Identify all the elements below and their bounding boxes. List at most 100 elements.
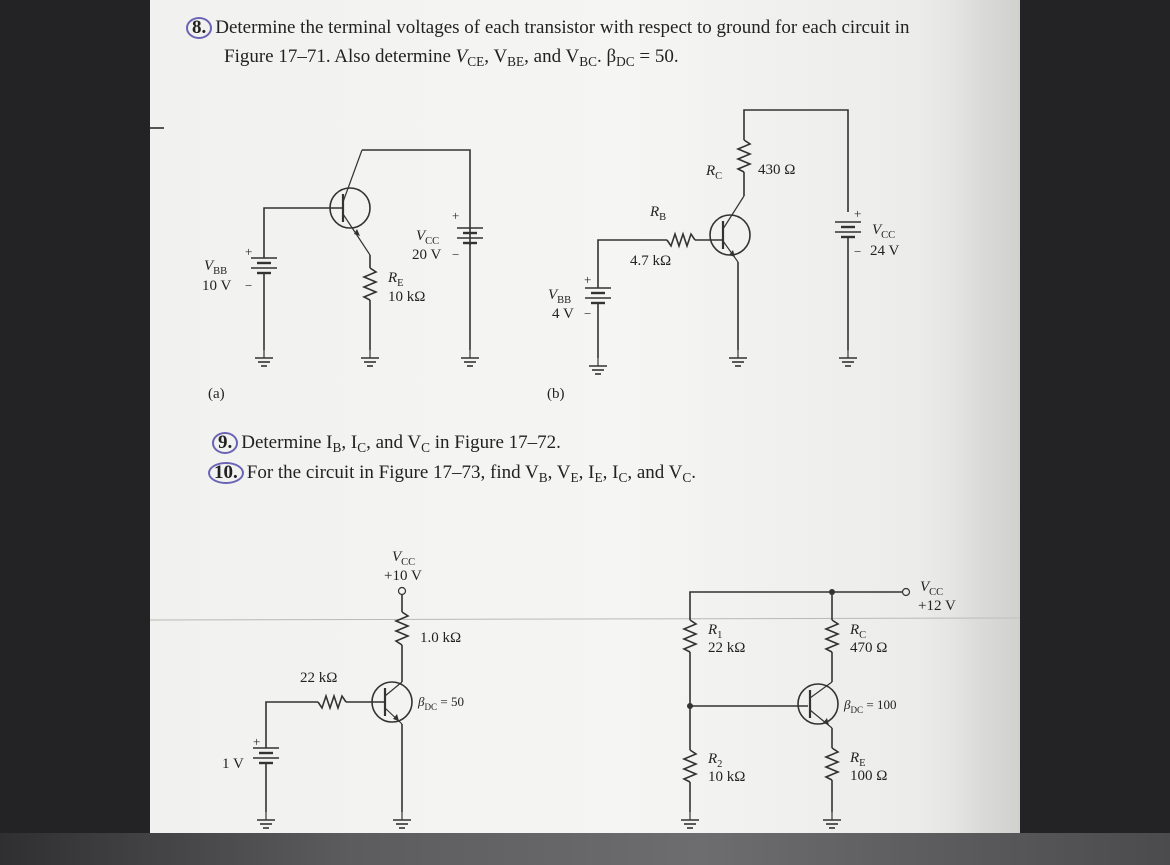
problem-10-number: 10. bbox=[208, 462, 244, 484]
vc-symbol-10: , and V bbox=[627, 462, 683, 483]
vce-sub: CE bbox=[467, 54, 485, 69]
ic-symbol: , I bbox=[341, 432, 358, 453]
problem-8-text-1: Determine the terminal voltages of each … bbox=[215, 17, 910, 38]
problem-9-tail: in Figure 17–72. bbox=[430, 432, 561, 453]
f73-r1-resistor bbox=[681, 619, 699, 653]
b-rb-value: 4.7 kΩ bbox=[630, 253, 672, 269]
vc-symbol: , and V bbox=[366, 432, 422, 453]
circuit-a bbox=[249, 149, 485, 367]
problem-8-number: 8. bbox=[186, 17, 213, 39]
vbe-symbol: , V bbox=[484, 46, 508, 67]
f73-rc-value: 470 Ω bbox=[850, 640, 888, 656]
b-vcc-label: VCC bbox=[872, 222, 896, 241]
f72-source-plus: + bbox=[253, 734, 261, 749]
f73-r1-value: 22 kΩ bbox=[708, 640, 746, 656]
problem-8-text-2: Figure 17–71. Also determine bbox=[224, 46, 456, 67]
f73-r1-label: R1 bbox=[708, 622, 723, 641]
a-vbb-plus: + bbox=[245, 244, 253, 259]
b-vbb-value: 4 V bbox=[552, 306, 574, 322]
a-re-value: 10 kΩ bbox=[388, 289, 426, 305]
f72-rb-value: 22 kΩ bbox=[300, 670, 338, 686]
a-re-resistor bbox=[361, 267, 379, 301]
f73-vcc-terminal bbox=[901, 587, 911, 597]
beta-symbol: . β bbox=[596, 46, 617, 67]
f72-rc-resistor bbox=[393, 611, 411, 646]
a-vcc-minus: − bbox=[452, 247, 460, 262]
vbe-sub: BE bbox=[507, 54, 525, 69]
f72-source-value: 1 V bbox=[222, 756, 244, 772]
b-vbb-label: VBB bbox=[548, 287, 572, 306]
a-vbb-value: 10 V bbox=[202, 278, 232, 294]
a-vcc-plus: + bbox=[452, 208, 460, 223]
beta-sub: DC bbox=[616, 54, 635, 69]
ic-symbol-10: , I bbox=[602, 462, 619, 483]
b-vbb-minus: − bbox=[584, 306, 592, 321]
viewer-bottom-bar bbox=[0, 833, 1170, 865]
beta-value: = 50. bbox=[634, 46, 679, 67]
a-vbb-minus: − bbox=[245, 278, 253, 293]
b-rb-resistor bbox=[666, 231, 696, 249]
f73-rc-resistor bbox=[823, 619, 841, 653]
problem-9: 9.Determine IB, IC, and VC in Figure 17–… bbox=[212, 431, 561, 460]
ve-sub: E bbox=[570, 470, 579, 485]
problem-9-number: 9. bbox=[212, 432, 239, 454]
circuit-b-caption: (b) bbox=[547, 386, 565, 402]
f72-beta: βDC = 50 bbox=[418, 694, 464, 712]
a-vcc-value: 20 V bbox=[412, 247, 442, 263]
b-transistor bbox=[709, 214, 751, 256]
ic-sub: C bbox=[357, 440, 367, 455]
f72-source-battery bbox=[251, 746, 281, 765]
b-rb-label: RB bbox=[650, 204, 667, 223]
a-re-label: RE bbox=[388, 270, 404, 289]
problem-10: 10.For the circuit in Figure 17–73, find… bbox=[208, 461, 696, 490]
b-collector-wire bbox=[743, 109, 849, 212]
f73-r2-resistor bbox=[681, 749, 699, 783]
figure-73-circuit bbox=[680, 587, 911, 829]
f73-re-label: RE bbox=[850, 750, 866, 769]
b-vbb-plus: + bbox=[584, 272, 592, 287]
b-vcc-plus: + bbox=[854, 206, 862, 221]
ie-sub: E bbox=[594, 470, 603, 485]
vc-sub: C bbox=[421, 440, 431, 455]
ie-symbol: , I bbox=[578, 462, 595, 483]
ic-sub-10: C bbox=[618, 470, 628, 485]
a-vcc-label: VCC bbox=[416, 228, 440, 247]
textbook-page: 8.Determine the terminal voltages of eac… bbox=[150, 0, 1020, 833]
b-vbb-battery bbox=[583, 286, 613, 305]
f72-rb-resistor bbox=[317, 693, 347, 711]
vce-symbol: V bbox=[455, 46, 468, 67]
vbc-sub: BC bbox=[579, 54, 597, 69]
a-vbb-label: VBB bbox=[204, 258, 228, 277]
f73-r2-label: R2 bbox=[708, 751, 723, 770]
problem-8-line-2: Figure 17–71. Also determine VCE, VBE, a… bbox=[224, 45, 679, 74]
circuit-a-caption: (a) bbox=[208, 386, 225, 402]
b-vcc-battery bbox=[833, 220, 863, 239]
a-base-wire bbox=[263, 207, 343, 258]
problem-8-line-1: 8.Determine the terminal voltages of eac… bbox=[186, 16, 910, 40]
problem-9-text: Determine I bbox=[241, 432, 333, 453]
b-rc-value: 430 Ω bbox=[758, 162, 796, 178]
f73-re-value: 100 Ω bbox=[850, 768, 888, 784]
f73-transistor bbox=[797, 683, 839, 725]
b-vcc-value: 24 V bbox=[870, 243, 900, 259]
circuit-b bbox=[583, 109, 863, 375]
f72-vcc-value: +10 V bbox=[384, 568, 422, 584]
problem-10-tail: . bbox=[691, 462, 696, 483]
schematics-svg bbox=[150, 109, 1020, 829]
f73-vcc-value: +12 V bbox=[918, 598, 956, 614]
problem-10-text: For the circuit in Figure 17–73, find V bbox=[246, 462, 539, 483]
f72-vcc-terminal bbox=[397, 586, 407, 596]
vb-sub: B bbox=[538, 470, 548, 485]
f73-re-resistor bbox=[823, 747, 841, 781]
f73-r2-value: 10 kΩ bbox=[708, 769, 746, 785]
b-vcc-minus: − bbox=[854, 244, 862, 259]
b-rc-resistor bbox=[735, 139, 753, 173]
vbc-symbol: , and V bbox=[524, 46, 580, 67]
a-collector-wire bbox=[362, 149, 471, 245]
a-vbb-battery bbox=[249, 256, 279, 275]
f73-beta: βDC = 100 bbox=[844, 697, 897, 715]
f73-rc-label: RC bbox=[850, 622, 867, 641]
ve-symbol: , V bbox=[547, 462, 571, 483]
vc-sub-10: C bbox=[682, 470, 692, 485]
b-rc-label: RC bbox=[706, 163, 723, 182]
